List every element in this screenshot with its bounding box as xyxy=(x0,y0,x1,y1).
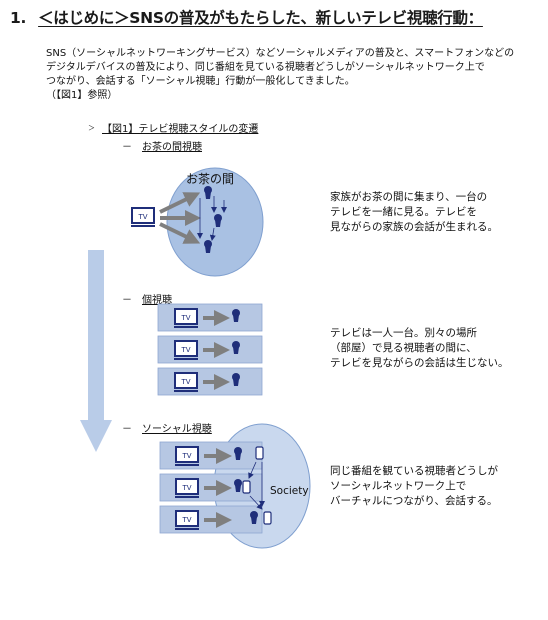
description-ochanoma: 家族がお茶の間に集まり、一台の テレビを一緒に見る。テレビを 見ながらの家族の会… xyxy=(330,190,498,235)
intro-line: SNS（ソーシャルネットワーキングサービス）などソーシャルメディアの普及と、スマ… xyxy=(46,48,515,59)
page-title: 1. ＜はじめに＞SNSの普及がもたらした、新しいテレビ視聴行動： xyxy=(10,6,483,28)
section-label-individual: － 個視聴 xyxy=(122,291,172,306)
intro-paragraph: SNS（ソーシャルネットワーキングサービス）などソーシャルメディアの普及と、スマ… xyxy=(46,47,516,103)
tv-icon: TV xyxy=(173,372,199,392)
heading-text: ＜はじめに＞SNSの普及がもたらした、新しいテレビ視聴行動： xyxy=(38,9,483,27)
section-label-text: 個視聴 xyxy=(142,295,172,306)
intro-line: （【図1】参照） xyxy=(46,90,118,101)
figure-title: 【図1】テレビ視聴スタイルの変遷 xyxy=(102,124,259,135)
tv-icon: TV xyxy=(173,340,199,360)
tv-icon: TV xyxy=(174,510,200,530)
society-label: Society xyxy=(270,485,309,497)
svg-text:TV: TV xyxy=(180,378,190,386)
phone-icon xyxy=(263,511,272,525)
social-diagram: TV TV TV Society xyxy=(159,423,311,549)
description-line: テレビは一人一台。別々の場所 xyxy=(330,327,477,339)
social-row: TV xyxy=(159,441,264,470)
dash-marker: － xyxy=(122,295,132,306)
description-line: 家族がお茶の間に集まり、一台の xyxy=(330,191,488,203)
intro-line: つながり、会話する「ソーシャル視聴」行動が一般化してきました。 xyxy=(46,76,355,87)
phone-icon xyxy=(255,446,264,460)
section-label-ochanoma: － お茶の間視聴 xyxy=(122,138,202,153)
tv-icon: TV xyxy=(174,446,200,466)
bullet-icon: ＞ xyxy=(88,124,95,132)
tv-icon: TV xyxy=(173,308,199,328)
dash-marker: － xyxy=(122,142,132,153)
ochanoma-diagram: お茶の間 TV xyxy=(130,167,264,277)
svg-text:TV: TV xyxy=(180,314,190,322)
connection-arrow xyxy=(249,495,263,510)
description-line: 見ながらの家族の会話が生まれる。 xyxy=(330,221,498,233)
svg-text:TV: TV xyxy=(181,484,191,492)
social-row: TV xyxy=(159,473,263,502)
description-line: テレビを見ながらの会話は生じない。 xyxy=(330,357,509,369)
timeline-arrow xyxy=(80,250,112,452)
individual-row: TV xyxy=(157,335,263,364)
section-label-text: ソーシャル視聴 xyxy=(142,424,212,435)
section-label-social: － ソーシャル視聴 xyxy=(122,420,212,435)
svg-text:TV: TV xyxy=(181,452,191,460)
dash-marker: － xyxy=(122,424,132,435)
description-line: ソーシャルネットワーク上で xyxy=(330,480,467,492)
tv-label: TV xyxy=(137,213,147,221)
tv-icon: TV xyxy=(130,207,156,227)
individual-row: TV xyxy=(157,367,263,396)
description-line: （部屋）で見る視聴者の間に、 xyxy=(330,342,477,354)
description-individual: テレビは一人一台。別々の場所 （部屋）で見る視聴者の間に、 テレビを見ながらの会… xyxy=(330,326,509,371)
description-line: テレビを一緒に見る。テレビを xyxy=(330,206,477,218)
description-line: バーチャルにつながり、会話する。 xyxy=(330,495,498,507)
social-row: TV xyxy=(159,505,272,534)
ochanoma-circle-label: お茶の間 xyxy=(186,171,234,186)
description-social: 同じ番組を観ている視聴者どうしが ソーシャルネットワーク上で バーチャルにつなが… xyxy=(330,464,498,509)
description-line: 同じ番組を観ている視聴者どうしが xyxy=(330,465,498,477)
svg-text:TV: TV xyxy=(180,346,190,354)
connection-arrow xyxy=(248,461,257,479)
individual-row: TV xyxy=(157,303,263,332)
intro-line: デジタルデバイスの普及により、同じ番組を見ている視聴者どうしがソーシャルネットワ… xyxy=(46,62,485,73)
heading-number: 1. xyxy=(10,9,27,27)
section-label-text: お茶の間視聴 xyxy=(142,142,202,153)
svg-text:TV: TV xyxy=(181,516,191,524)
individual-diagram: TV TV TV xyxy=(157,303,263,396)
phone-icon xyxy=(242,480,251,494)
tv-icon: TV xyxy=(174,478,200,498)
